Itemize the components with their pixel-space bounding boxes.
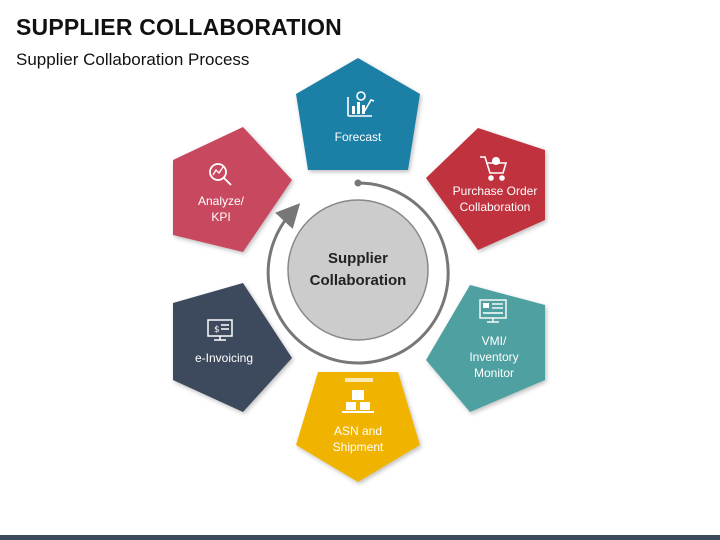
segment-forecast-label-line: Forecast <box>335 130 382 144</box>
cycle-arrow-start-dot <box>354 179 362 187</box>
segment-asn-label-line: Shipment <box>333 440 384 454</box>
segment-vmi-label-line: Inventory <box>469 350 518 364</box>
invoice-screen-icon: $ <box>207 319 233 341</box>
segment-analyze-shape <box>173 127 292 252</box>
segment-analyze-label: Analyze/KPI <box>198 194 245 224</box>
segment-analyze[interactable]: Analyze/KPI <box>173 127 292 252</box>
segment-purchase-order-shape <box>426 128 545 250</box>
shipment-icon <box>342 378 374 413</box>
shopping-cart-icon <box>480 156 508 181</box>
svg-text:$: $ <box>214 325 220 335</box>
segment-vmi-label-line: Monitor <box>474 366 514 380</box>
page-title: SUPPLIER COLLABORATION <box>16 14 342 40</box>
monitor-dashboard-icon <box>479 299 507 323</box>
magnify-chart-icon <box>209 163 232 186</box>
segment-purchase-order-label-line: Collaboration <box>460 200 531 214</box>
segment-purchase-order-label-line: Purchase Order <box>453 184 538 198</box>
page-subtitle: Supplier Collaboration Process <box>16 50 250 69</box>
center-circle <box>287 199 429 341</box>
segment-e-invoicing-label-line: e-Invoicing <box>195 351 253 365</box>
segment-e-invoicing-shape <box>173 283 292 412</box>
segment-vmi-label-line: VMI/ <box>482 334 507 348</box>
segment-analyze-label-line: KPI <box>211 210 230 224</box>
segment-vmi-shape <box>426 285 545 412</box>
center-label-line2: Collaboration <box>310 272 407 289</box>
segment-e-invoicing-label: e-Invoicing <box>195 351 253 365</box>
segment-asn-label-line: ASN and <box>334 424 382 438</box>
chart-dollar-icon <box>347 91 375 117</box>
segment-asn-shape <box>296 372 420 482</box>
segment-e-invoicing[interactable]: $ e-Invoicing <box>173 283 292 412</box>
segment-forecast[interactable]: Forecast <box>296 58 420 170</box>
footer-bar <box>0 535 720 540</box>
cycle-arrow <box>266 181 450 365</box>
segment-forecast-label: Forecast <box>335 130 382 144</box>
segment-analyze-label-line: Analyze/ <box>198 194 245 208</box>
center-label-line1: Supplier <box>328 250 388 267</box>
